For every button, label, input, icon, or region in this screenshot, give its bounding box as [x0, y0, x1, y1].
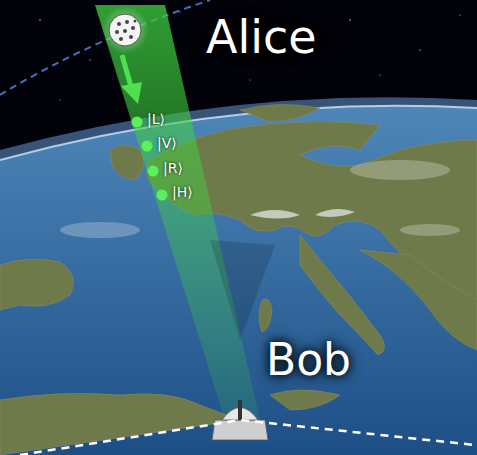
state-label: |L⟩ [147, 112, 165, 127]
station-label: Bob [266, 336, 351, 384]
satellite-label: Alice [206, 12, 317, 63]
state-label: |V⟩ [157, 136, 177, 151]
state-label: |R⟩ [163, 161, 183, 176]
state-label: |H⟩ [172, 185, 193, 200]
